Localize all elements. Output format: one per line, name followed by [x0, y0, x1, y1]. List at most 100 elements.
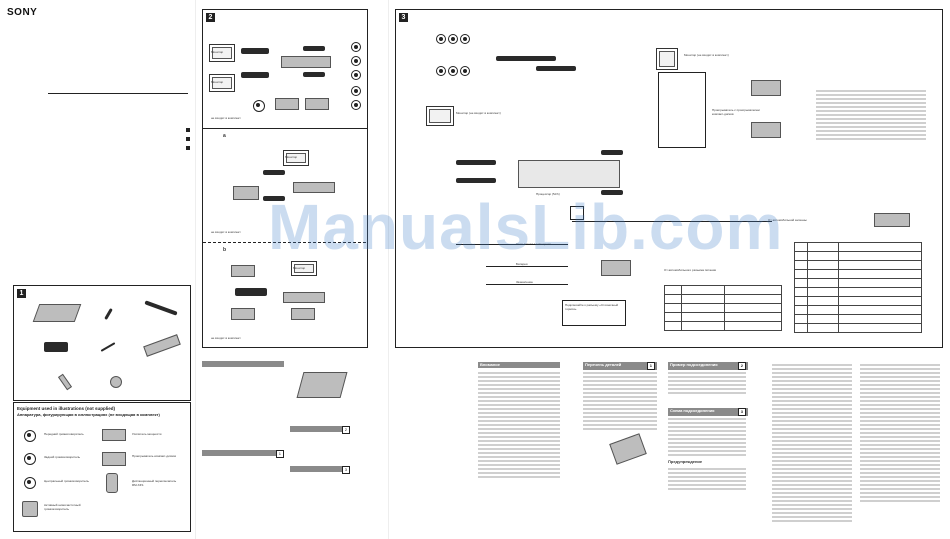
fuse-block	[874, 213, 910, 227]
diagram-badge: 3	[737, 408, 746, 416]
sub-a-label: a	[223, 133, 226, 139]
warning-text	[478, 372, 560, 480]
front-cover-icon	[143, 334, 181, 357]
footnote-2: не входит в комплект	[211, 230, 241, 234]
left-monitor-label: Монитор (не входит в комплект)	[456, 111, 501, 115]
speaker-connector-2	[351, 56, 361, 66]
monitor-3	[283, 150, 309, 166]
equipment-heading-ru: Аппаратура, фигурирующая в иллюстрациях …	[17, 412, 160, 417]
section-2-number: 2	[206, 13, 215, 22]
processor-label: Процессор (5/ch)	[536, 192, 560, 196]
wire-1	[456, 244, 568, 245]
subwoofer-icon	[22, 501, 38, 517]
amplifier-label: Усилитель мощности	[132, 432, 162, 436]
title-rule	[48, 93, 188, 94]
wire-color-table	[664, 285, 782, 331]
sub-b-label: b	[223, 247, 227, 253]
side-marks	[186, 128, 190, 150]
head-unit-2	[293, 182, 335, 193]
parts-list-heading: Перечень деталей 1	[583, 362, 657, 370]
diagram-title: Схема подсоединения	[670, 408, 715, 413]
cable-block-6	[263, 196, 285, 201]
example-title: Пример подсоединения	[670, 362, 718, 367]
fold-line-2	[388, 0, 389, 539]
warning-heading: Внимание	[478, 362, 560, 368]
brand-logo: SONY	[7, 7, 38, 18]
speaker-connector-3	[351, 70, 361, 80]
badge-1-mid: 1	[275, 450, 284, 458]
left-monitor	[426, 106, 454, 126]
head-harness-1	[456, 160, 496, 165]
antenna-box	[570, 206, 584, 220]
cd-changer-icon	[102, 452, 126, 466]
diagram-text	[668, 418, 746, 458]
badge-3-mid: 3	[341, 466, 350, 474]
cd-unit-5	[291, 308, 315, 320]
speaker-connector-4	[351, 86, 361, 96]
cd-changer-label: Проигрыватель компакт-дисков	[132, 454, 176, 458]
fold-line-1	[195, 0, 196, 539]
cable-block-1	[241, 48, 269, 54]
monitor-label-2: Монитор	[211, 80, 224, 84]
cable-block-7	[235, 288, 267, 296]
middle-grey-bar-3: 2	[290, 426, 350, 434]
rca-top-1	[436, 34, 446, 44]
rotary-commander-label: Дистанционный переключатель RM-X4S	[132, 479, 177, 487]
cd-unit-2	[233, 186, 259, 200]
cable-block-2	[241, 72, 269, 78]
center-speaker-label: Центральный громкоговоритель	[44, 479, 89, 483]
amp-box-1	[275, 98, 299, 110]
rca-harness-2	[536, 66, 576, 71]
diagram-heading: Схема подсоединения 3	[668, 408, 748, 416]
front-speaker-icon	[24, 430, 36, 442]
footnote-1: не входит в комплект	[211, 116, 241, 120]
wire-3	[486, 284, 568, 285]
footnote-3: не входит в комплект	[211, 336, 241, 340]
screw-icon	[104, 308, 113, 320]
prevent-heading: Предупреждение	[668, 459, 703, 464]
section-3-panel: 3 Монитор (не входит в комплект) Монитор…	[395, 9, 943, 348]
head-harness-2	[456, 178, 496, 183]
rear-monitor-label: Монитор (не входит в комплект)	[684, 53, 729, 57]
rca-top-5	[448, 66, 458, 76]
parts-illustration	[609, 433, 647, 465]
from-remote-label: От автомобильного разъема питания	[664, 268, 717, 272]
monitor-label-1: Монитор	[211, 50, 224, 54]
rca-top-6	[460, 66, 470, 76]
cable-block-4	[303, 72, 325, 77]
watermark: ManualsLib.com	[268, 191, 784, 263]
section-2-panel: 2 Монитор Монитор не входит в комплект a…	[202, 9, 368, 348]
middle-grey-bar-2: 1	[202, 450, 284, 458]
mounting-sleeve-icon	[32, 304, 82, 322]
rear-monitor	[656, 48, 678, 70]
example-heading: Пример подсоединения 2	[668, 362, 748, 370]
monitor-label-4: Монитор	[293, 266, 306, 270]
head-unit-1	[281, 56, 331, 68]
far-right-column-text	[860, 364, 940, 504]
rca-harness-1	[496, 56, 556, 61]
example-text	[668, 372, 746, 396]
power-cord-icon	[144, 300, 178, 316]
right-notes-block	[816, 90, 926, 142]
ground-label: Заземление	[516, 280, 533, 284]
parts-text	[583, 372, 657, 432]
remote-connector	[601, 260, 631, 276]
cd-changer-2	[751, 122, 781, 138]
cable-block-3	[303, 46, 325, 51]
cd-changer-1	[751, 80, 781, 96]
head-unit-3	[283, 292, 325, 303]
section-1-number: 1	[17, 289, 26, 298]
section-1-parts-panel: 1	[13, 285, 191, 401]
amplifier-icon	[102, 429, 126, 441]
amplifier-box	[658, 72, 706, 148]
subwoofer-connector	[253, 100, 265, 112]
badge-2-mid: 2	[341, 426, 350, 434]
front-speaker-label: Передний громкоговоритель	[44, 432, 84, 436]
battery-label: Батарея	[516, 262, 528, 266]
rotary-commander-icon	[106, 473, 118, 493]
antenna-line	[572, 221, 772, 222]
parts-badge: 1	[646, 362, 655, 370]
monitor-4	[291, 261, 317, 276]
right-column-text	[772, 364, 852, 524]
parking-note-text: Подключайте к разъему «Стояночный тормоз…	[565, 303, 619, 311]
